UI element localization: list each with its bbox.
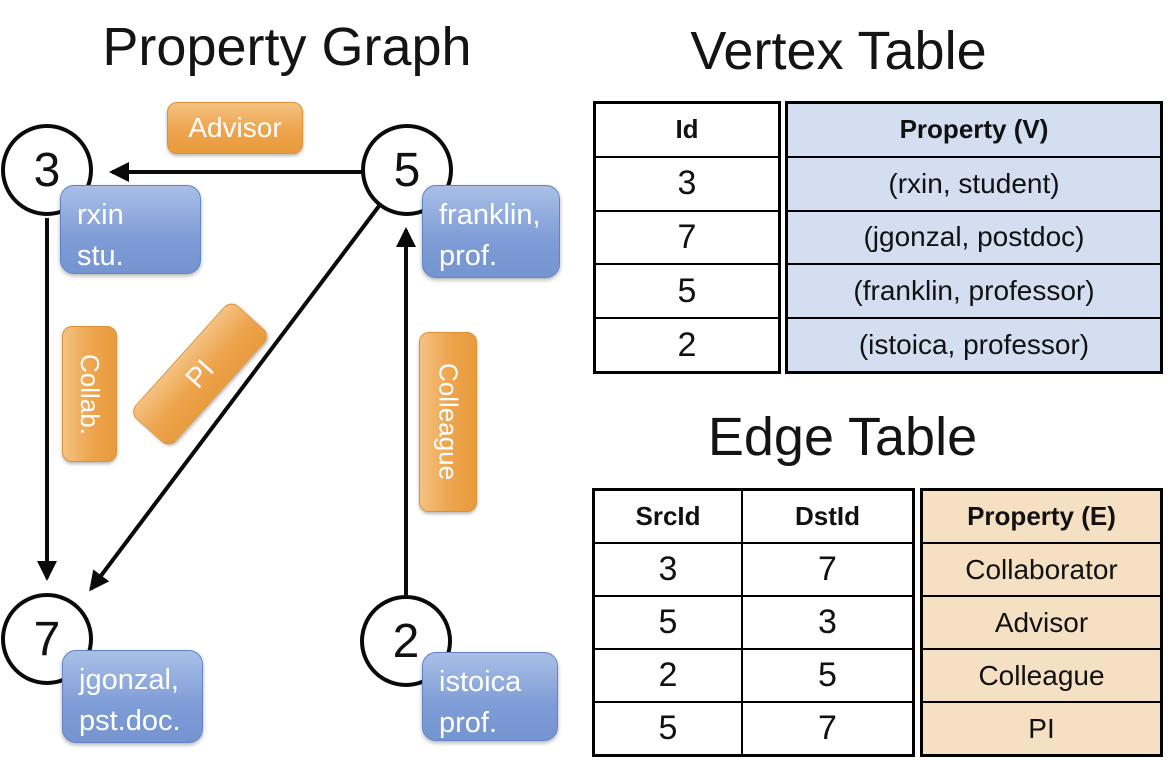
vertex-property-box-rxin: rxin stu.: [60, 185, 201, 274]
table-row: Colleague: [923, 648, 1160, 701]
table-row: 3: [596, 155, 778, 210]
node-2-label: 2: [392, 614, 420, 668]
edge-pi-5-to-7: [89, 204, 381, 592]
vertex-property-box-franklin: franklin, prof.: [422, 185, 560, 278]
node-3-label: 3: [33, 143, 61, 197]
table-row: 2: [596, 317, 778, 371]
property-graph-title: Property Graph: [102, 17, 472, 77]
table-row: 5: [596, 263, 778, 317]
node-3: 3: [1, 124, 93, 216]
edge-label-colleague: Colleague: [419, 332, 477, 512]
vertex-id-cell: 2: [677, 325, 697, 364]
table-row: PI: [923, 701, 1160, 754]
table-row: (rxin, student): [788, 155, 1160, 210]
edge-property-cell: PI: [1028, 712, 1055, 744]
edge-src-cell: 3: [658, 550, 678, 588]
edge-label-advisor: Advisor: [167, 102, 303, 154]
vertex-id-cell: 5: [677, 271, 697, 310]
edge-src-cell: 5: [658, 603, 678, 641]
edge-table-header-property: Property (E): [967, 501, 1116, 531]
edge-dst-cell: 3: [741, 597, 912, 648]
vertex-property-line: jgonzal,: [79, 664, 179, 696]
table-row: (jgonzal, postdoc): [788, 209, 1160, 264]
vertex-property-cell: (istoica, professor): [858, 329, 1090, 361]
vertex-property-box-istoica: istoica prof.: [422, 652, 558, 741]
vertex-property-line: istoica: [439, 666, 522, 698]
vertex-table-header-id: Id: [675, 114, 699, 145]
vertex-property-cell: (jgonzal, postdoc): [863, 221, 1085, 253]
edge-table-ids-columns: SrcId DstId 3 7 5 3 2 5 5 7: [592, 488, 915, 757]
edge-table-header-dstid: DstId: [741, 491, 912, 542]
vertex-table-id-column: Id 3 7 5 2: [593, 101, 781, 374]
edge-src-cell: 2: [658, 656, 678, 694]
vertex-property-line: pst.doc.: [79, 705, 181, 738]
table-row: Advisor: [923, 595, 1160, 648]
vertex-id-cell: 7: [677, 217, 697, 256]
table-row: 5 3: [595, 595, 912, 648]
node-7-label: 7: [33, 612, 61, 666]
table-row: Collaborator: [923, 542, 1160, 595]
table-row: 2 5: [595, 648, 912, 701]
edge-property-cell: Collaborator: [965, 553, 1118, 585]
edge-dst-cell: 5: [741, 650, 912, 701]
edge-label-collab: Collab.: [62, 326, 117, 462]
vertex-property-cell: (rxin, student): [888, 167, 1060, 199]
vertex-table-property-column: Property (V) (rxin, student) (jgonzal, p…: [785, 101, 1163, 374]
vertex-property-line: stu.: [77, 240, 124, 273]
edge-table-title: Edge Table: [707, 407, 978, 467]
vertex-property-box-jgonzal: jgonzal, pst.doc.: [62, 650, 203, 743]
vertex-property-line: prof.: [439, 707, 498, 740]
edge-dst-cell: 7: [741, 544, 912, 595]
edge-property-cell: Colleague: [978, 659, 1105, 691]
vertex-id-cell: 3: [677, 164, 697, 203]
table-row: 5 7: [595, 701, 912, 754]
vertex-property-cell: (franklin, professor): [853, 275, 1095, 307]
edge-table-property-column: Property (E) Collaborator Advisor Collea…: [920, 488, 1163, 757]
vertex-property-line: franklin,: [439, 199, 541, 231]
edge-src-cell: 5: [658, 709, 678, 747]
edge-dst-cell: 7: [741, 703, 912, 754]
vertex-property-line: prof.: [439, 240, 498, 273]
table-row: (istoica, professor): [788, 317, 1160, 371]
table-row: 3 7: [595, 542, 912, 595]
edge-table-header-srcid: SrcId: [635, 501, 701, 531]
table-row: (franklin, professor): [788, 263, 1160, 317]
table-row: 7: [596, 209, 778, 264]
edge-property-cell: Advisor: [994, 606, 1089, 638]
vertex-table-header-property: Property (V): [899, 114, 1049, 145]
node-5-label: 5: [393, 143, 421, 197]
vertex-table-title: Vertex Table: [690, 21, 987, 81]
vertex-property-line: rxin: [77, 199, 124, 231]
